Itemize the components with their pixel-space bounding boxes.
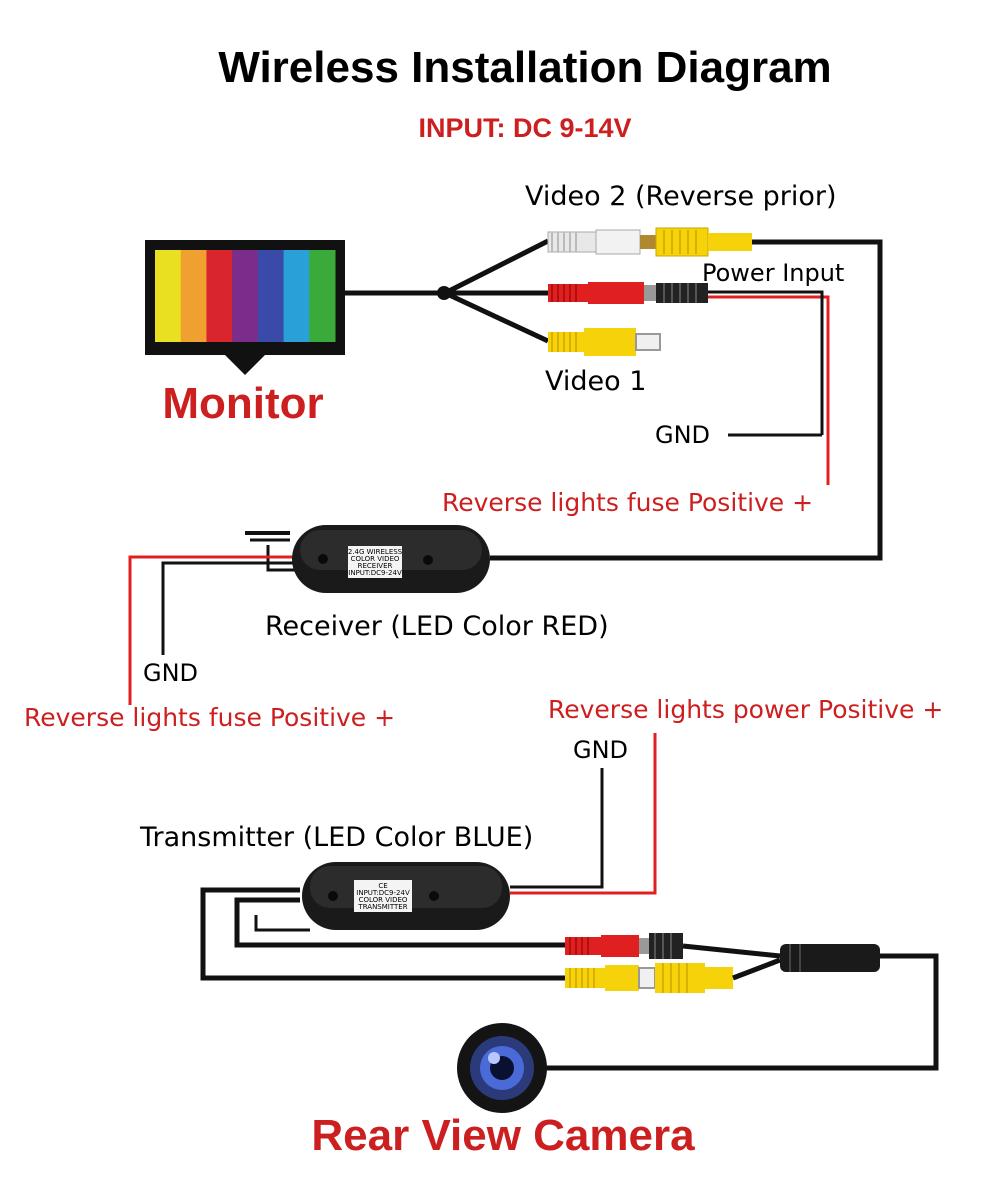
camera-plug [780,944,880,972]
rear-camera-icon [457,1023,547,1113]
camera-harness [545,943,939,1071]
camera-label: Rear View Camera [311,1111,695,1160]
receiver-box-line3: RECEIVER [358,562,393,570]
power-input-connector [548,282,708,304]
camera-video-connector [565,963,733,993]
monitor-bar [309,250,336,342]
tx-antenna [254,915,310,932]
monitor-color-bars [155,250,336,342]
receiver-box-line2: COLOR VIDEO [351,555,400,563]
power-red-wire [708,295,830,485]
camera-plug-grip [789,944,801,972]
tx-video-loop-wires [200,887,565,981]
receiver-black-wire [161,561,241,655]
video2-label: Video 2 (Reverse prior) [525,181,837,212]
gnd-top-label: GND [655,421,710,449]
receiver-box-line1: 2.4G WIRELESS [348,548,403,556]
tx-red-wire [510,733,657,895]
video1-rca-connector [548,328,661,356]
receiver-red-wire [128,555,241,705]
fuse-left-label: Reverse lights fuse Positive + [24,703,395,732]
transmitter-box-line1: CE [378,882,387,890]
page-title: Wireless Installation Diagram [218,43,831,92]
transmitter-box-line3: COLOR VIDEO [359,896,408,904]
fuse-top-label: Reverse lights fuse Positive + [442,488,813,517]
transmitter-box-line4: TRANSMITTER [357,903,407,911]
power-positive-label: Reverse lights power Positive + [548,695,943,724]
monitor-harness [345,238,550,344]
gnd-left-label: GND [143,659,198,687]
monitor-label: Monitor [162,379,323,428]
gnd-tx-label: GND [573,736,628,764]
transmitter-box-line2: INPUT:DC9-24V [356,889,410,897]
video2-rca-connector [547,227,752,257]
power-black-wire [708,290,824,435]
input-spec: INPUT: DC 9-14V [418,113,631,143]
receiver-label: Receiver (LED Color RED) [265,611,609,642]
monitor-icon [145,240,345,375]
cable-split-node [437,286,451,300]
transmitter-label: Transmitter (LED Color BLUE) [139,822,533,853]
receiver-box-line4: INPUT:DC9-24V [348,569,402,577]
tx-black-wire [510,768,604,889]
video2-wire [490,239,883,561]
receiver-unit: 2.4G WIRELESS COLOR VIDEO RECEIVER INPUT… [241,525,490,593]
video1-label: Video 1 [545,366,646,397]
monitor-bar [257,250,285,342]
power-input-label: Power Input [702,259,844,287]
monitor-bar [180,250,207,342]
camera-power-connector [565,933,683,959]
monitor-bar [283,250,310,342]
transmitter-unit: CE INPUT:DC9-24V COLOR VIDEO TRANSMITTER [302,862,510,930]
monitor-bar [155,250,182,342]
monitor-bar [206,250,233,342]
monitor-bar [232,250,259,342]
